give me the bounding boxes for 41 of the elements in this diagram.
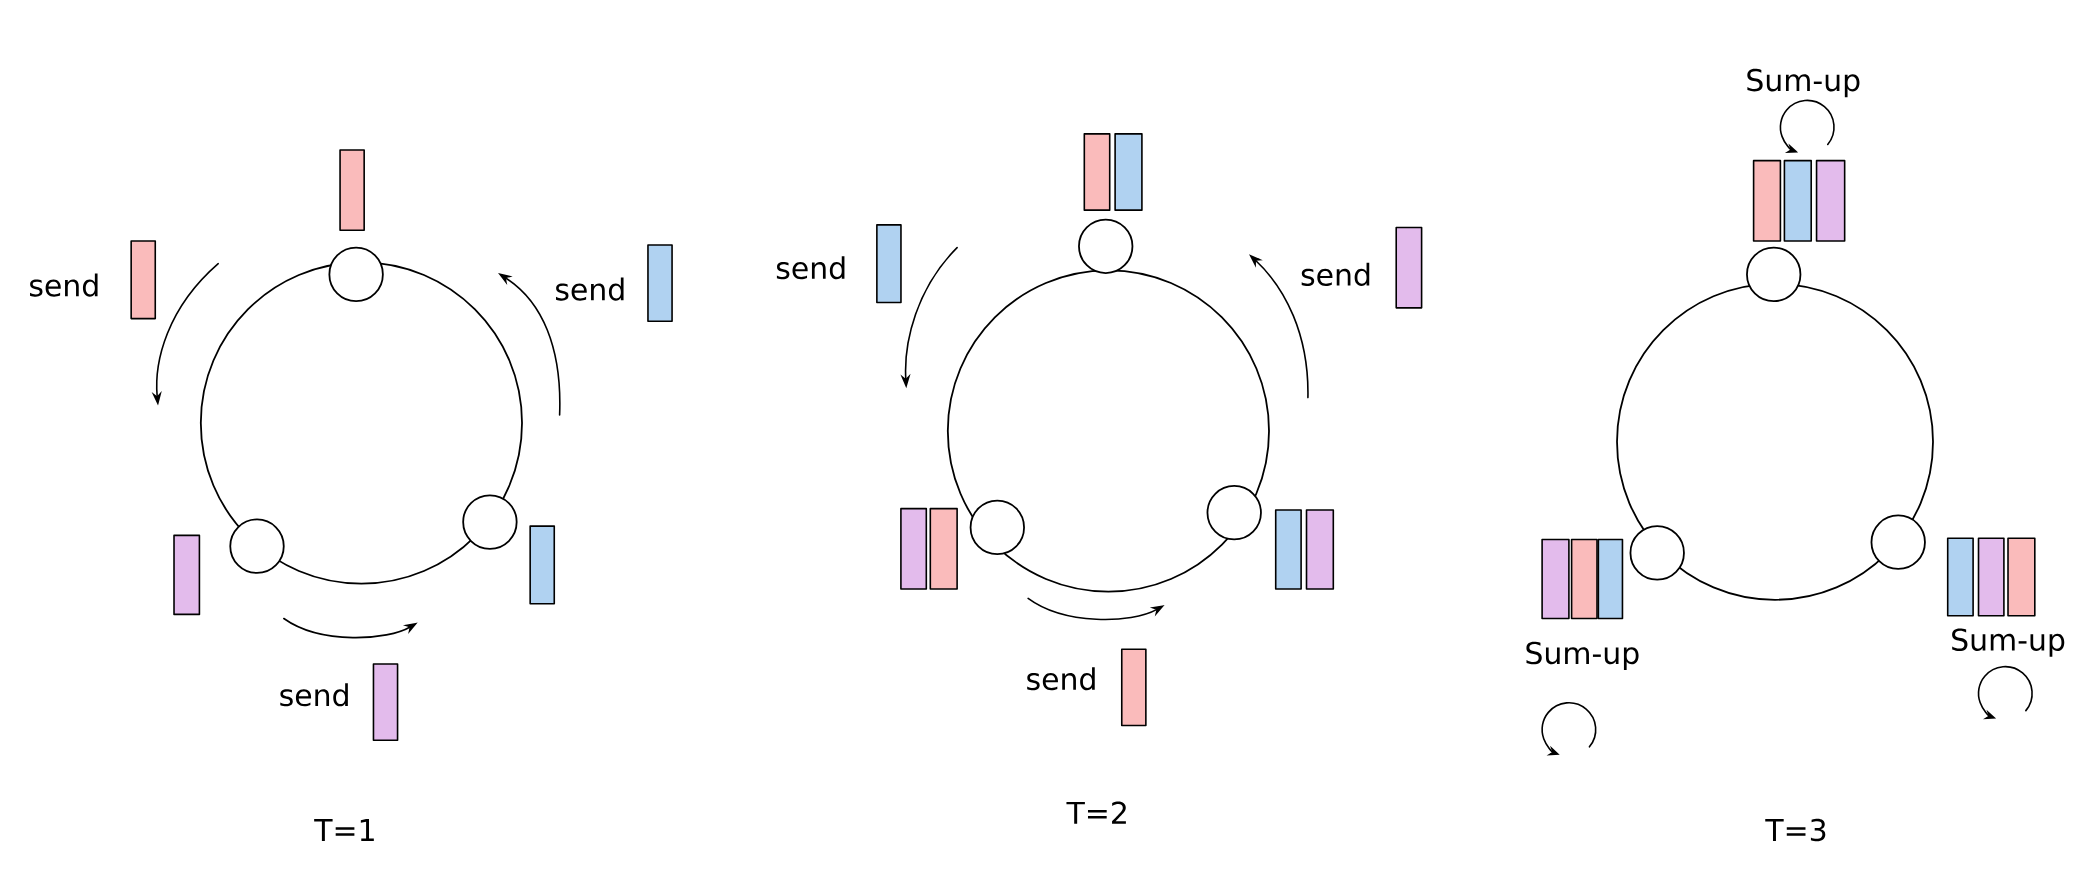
data-chunk: [1783, 159, 1812, 242]
data-chunk: [2007, 537, 2036, 617]
data-chunk: [1274, 509, 1302, 590]
data-chunk: [1946, 537, 1974, 617]
data-chunk: [1570, 538, 1598, 620]
data-chunk: [1305, 509, 1335, 590]
text-label: send: [776, 256, 845, 280]
node-circle: [1870, 514, 1926, 570]
data-chunk: [1597, 538, 1624, 620]
text-label: send: [30, 273, 98, 297]
text-label: T=2: [1066, 801, 1126, 824]
data-chunk: [1541, 538, 1570, 620]
data-chunk: [1083, 133, 1111, 211]
node-circle: [328, 246, 384, 303]
data-chunk: [339, 149, 365, 232]
data-chunk: [1395, 226, 1423, 309]
text-label: Sum-up: [1952, 628, 2065, 657]
text-label: T=3: [1765, 818, 1826, 842]
node-circle: [1629, 525, 1685, 581]
node-circle: [1206, 485, 1262, 541]
data-chunk: [929, 507, 958, 590]
data-chunk: [1114, 133, 1143, 211]
data-chunk: [1977, 537, 2005, 617]
data-chunk: [1120, 648, 1147, 727]
data-chunk: [647, 244, 673, 323]
node-circle: [1746, 246, 1802, 303]
data-chunk: [900, 507, 928, 590]
data-chunk: [173, 534, 201, 616]
data-chunk: [130, 240, 157, 320]
data-chunk: [876, 224, 902, 304]
data-chunk: [529, 525, 556, 605]
node-circle: [462, 494, 518, 550]
text-label: Sum-up: [1526, 641, 1639, 671]
data-chunk: [1752, 159, 1782, 242]
node-circle: [229, 518, 285, 574]
data-chunk: [372, 663, 399, 742]
data-chunk: [1815, 159, 1846, 242]
text-label: Sum-up: [1747, 68, 1860, 98]
node-circle: [1078, 218, 1134, 274]
text-label: T=1: [314, 819, 374, 841]
node-circle: [969, 499, 1025, 556]
